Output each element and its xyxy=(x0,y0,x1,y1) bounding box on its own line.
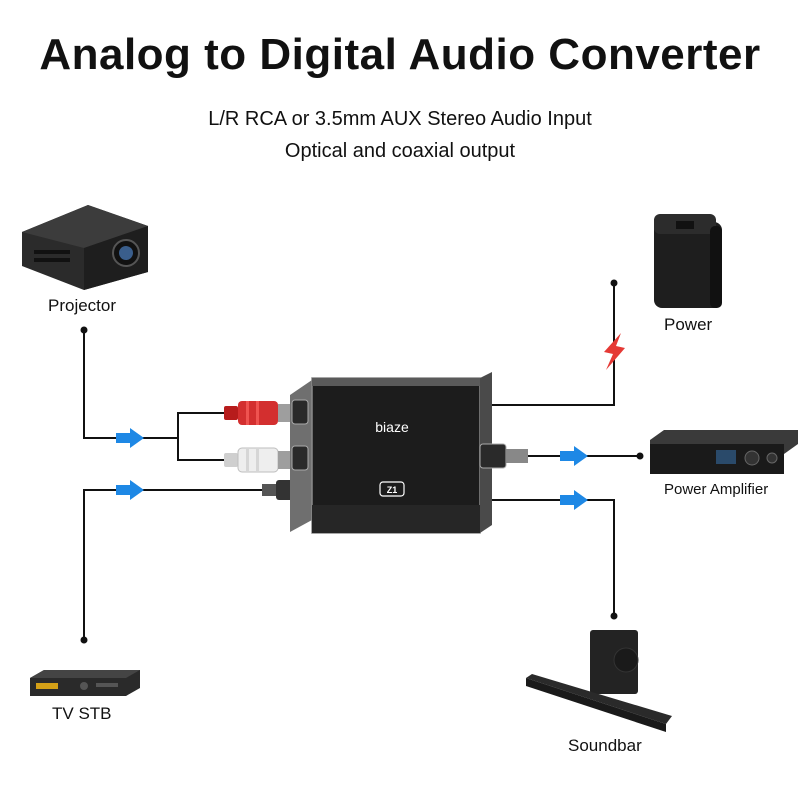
endpoint-projector xyxy=(80,326,88,334)
endpoint-tvstb xyxy=(80,636,88,644)
wire-projector-rca-white xyxy=(177,438,232,461)
subtitle-input: L/R RCA or 3.5mm AUX Stereo Audio Input xyxy=(208,108,592,130)
lightning-icon xyxy=(604,333,625,370)
power-amplifier-icon xyxy=(650,430,798,474)
arrow-icon xyxy=(560,446,588,466)
model-label: Z1 xyxy=(387,485,398,495)
wire-endpoints xyxy=(80,279,644,644)
wire-projector-rca-red xyxy=(83,330,232,439)
label-power: Power xyxy=(664,315,713,334)
label-tv-stb: TV STB xyxy=(52,704,112,723)
signal-arrows xyxy=(116,428,588,510)
arrow-icon xyxy=(560,490,588,510)
wire-soundbar xyxy=(482,499,615,616)
subtitle-output: Optical and coaxial output xyxy=(284,140,516,162)
wires xyxy=(83,283,640,640)
endpoint-amplifier xyxy=(636,452,644,460)
brand-logo: biaze xyxy=(375,419,409,435)
label-soundbar: Soundbar xyxy=(568,736,642,755)
wire-tvstb-aux xyxy=(83,489,262,640)
soundbar-icon xyxy=(526,630,672,732)
tv-stb-icon xyxy=(30,670,140,696)
label-power-amplifier: Power Amplifier xyxy=(664,481,769,498)
power-adapter-icon xyxy=(654,214,722,308)
rca-red-plug xyxy=(224,401,292,425)
projector-icon xyxy=(22,205,148,290)
label-projector: Projector xyxy=(48,296,117,315)
arrow-icon xyxy=(116,428,144,448)
endpoint-power xyxy=(610,279,618,287)
endpoint-soundbar xyxy=(610,612,618,620)
rca-white-plug xyxy=(224,447,292,473)
arrow-icon xyxy=(116,480,144,500)
wire-power xyxy=(482,283,615,406)
converter-box xyxy=(290,372,528,534)
model-badge xyxy=(379,481,405,497)
page-title: Analog to Digital Audio Converter xyxy=(39,30,761,79)
